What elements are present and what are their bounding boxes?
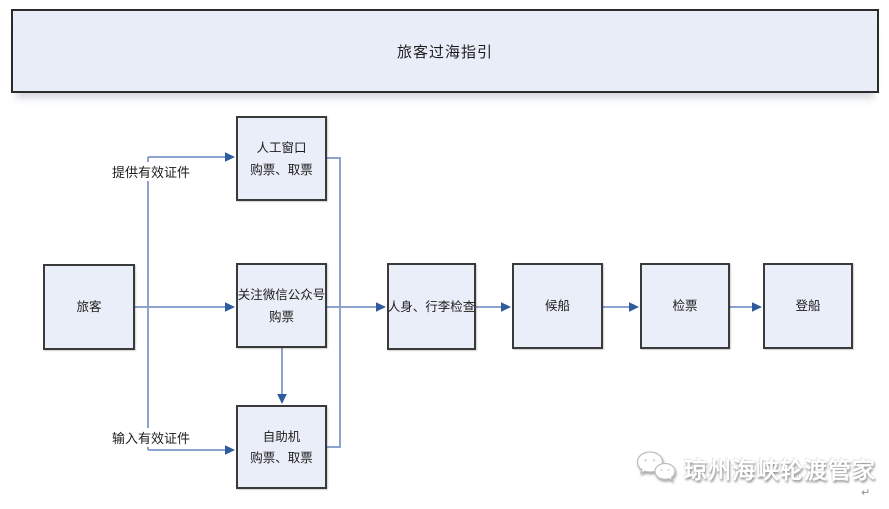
- arrowhead-wechat: [225, 302, 235, 312]
- box-label: 人身、行李检查: [387, 298, 476, 314]
- connector-self-service-merge: [327, 307, 341, 448]
- box-label: 购票、取票: [250, 161, 313, 177]
- box-label: 关注微信公众号: [237, 287, 326, 303]
- arrowhead-self-service-top: [277, 394, 287, 404]
- edge-label-provide-id: 提供有效证件: [110, 162, 193, 181]
- flow-box-wechat-account: 关注微信公众号 购票: [236, 263, 327, 348]
- page-title: 旅客过海指引: [396, 42, 493, 61]
- watermark: 琼州海峡轮渡管家: [636, 450, 876, 486]
- arrowhead-manual-window: [225, 152, 235, 162]
- box-label: 候船: [544, 298, 570, 314]
- wechat-logo-icon: [636, 451, 676, 482]
- flow-box-self-service: 自助机 购票、取票: [236, 405, 327, 489]
- arrowhead-boarding: [752, 302, 762, 312]
- box-label: 人工窗口: [256, 140, 307, 156]
- flow-box-waiting: 候船: [512, 263, 603, 349]
- flow-box-ticket-check: 检票: [640, 263, 730, 349]
- box-label: 登船: [795, 298, 821, 314]
- flow-box-passenger: 旅客: [43, 264, 135, 350]
- box-label: 自助机: [262, 428, 301, 444]
- connector-manual-window-merge: [327, 157, 341, 307]
- arrowhead-waiting: [501, 302, 511, 312]
- arrowhead-ticket-check: [629, 302, 639, 312]
- box-label: 旅客: [76, 299, 102, 315]
- flow-box-manual-window: 人工窗口 购票、取票: [236, 116, 327, 201]
- arrowhead-self-service: [225, 445, 235, 455]
- box-label: 购票、取票: [250, 450, 313, 465]
- return-mark: ↵: [861, 486, 871, 499]
- title-bar: 旅客过海指引: [11, 9, 879, 93]
- flow-box-inspection: 人身、行李检查: [387, 263, 476, 350]
- edge-label-input-id: 输入有效证件: [110, 428, 193, 447]
- box-label: 购票: [268, 308, 294, 324]
- watermark-text: 琼州海峡轮渡管家: [684, 458, 876, 484]
- flow-box-boarding: 登船: [763, 263, 853, 349]
- arrowhead-inspection: [376, 302, 386, 312]
- box-label: 检票: [672, 298, 698, 314]
